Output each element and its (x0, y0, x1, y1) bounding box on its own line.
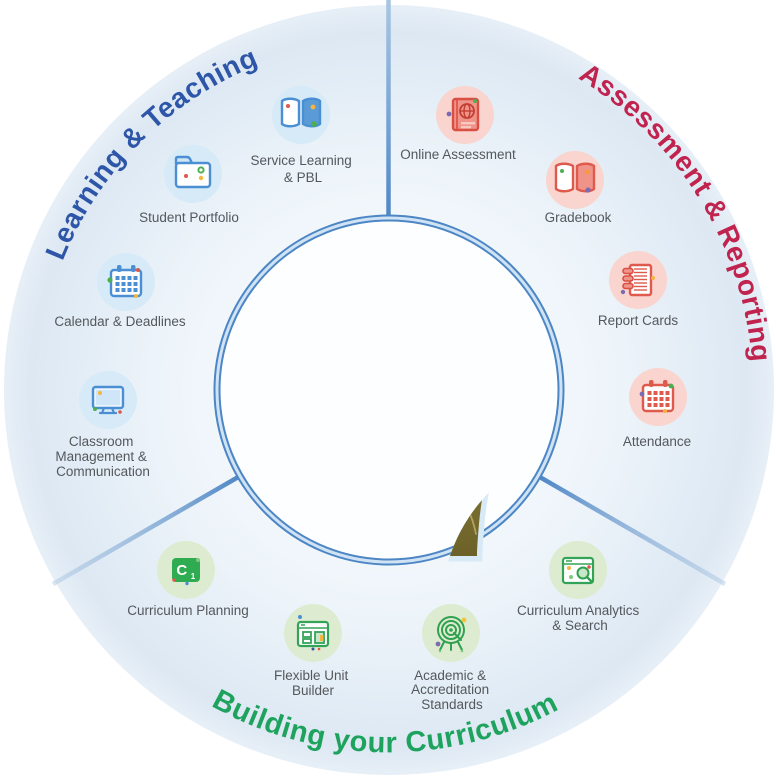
item-label: Curriculum Analytics & Search (517, 603, 643, 633)
item-curriculum-planning: C 1 Curriculum Planning (127, 541, 249, 618)
item-calendar-deadlines: Calendar & Deadlines (54, 253, 186, 329)
calendar-icon (107, 265, 143, 298)
item-attendance: Attendance (623, 368, 691, 449)
item-label: Academic & Accreditation Standards (411, 668, 493, 712)
item-label: Calendar & Deadlines (54, 314, 186, 329)
item-classroom-management: Classroom Management & Communication (55, 371, 150, 479)
item-label: Service Learning & PBL (250, 153, 355, 185)
layout-builder-icon (296, 615, 330, 651)
item-label: Classroom Management & Communication (55, 434, 150, 479)
folder-icon (174, 155, 212, 189)
open-book-icon (554, 162, 596, 193)
item-report-cards: Report Cards (598, 251, 679, 328)
item-online-assessment: Online Assessment (400, 86, 516, 162)
item-service-learning-pbl: Service Learning & PBL (250, 86, 355, 185)
item-label: Student Portfolio (139, 210, 239, 225)
target-icon (435, 616, 467, 653)
search-window-icon (561, 556, 595, 585)
divider-lower-left (51, 474, 242, 586)
item-curriculum-analytics-search: Curriculum Analytics & Search (517, 541, 643, 633)
c1-badge-text: C 1 (176, 562, 195, 581)
section-dividers (51, 0, 727, 586)
item-label: Flexible Unit Builder (274, 668, 352, 698)
monitor-icon (91, 385, 125, 415)
report-list-icon (620, 263, 655, 297)
center-circle (220, 221, 558, 559)
item-label: Attendance (623, 434, 691, 449)
item-label: Gradebook (545, 210, 612, 225)
item-flexible-unit-builder: Flexible Unit Builder (274, 604, 352, 698)
open-book-icon (280, 97, 322, 128)
c1-badge-icon: C 1 (172, 558, 200, 586)
item-label: Online Assessment (400, 147, 516, 162)
item-academic-accreditation-standards: Academic & Accreditation Standards (411, 604, 493, 712)
center-hub (213, 214, 565, 566)
item-gradebook: Gradebook (545, 151, 612, 225)
globe-book-icon (446, 97, 480, 132)
item-label: Curriculum Planning (127, 603, 249, 618)
item-label: Report Cards (598, 313, 679, 328)
divider-lower-right (536, 474, 727, 586)
item-student-portfolio: Student Portfolio (139, 145, 239, 225)
calendar-icon (639, 380, 675, 413)
